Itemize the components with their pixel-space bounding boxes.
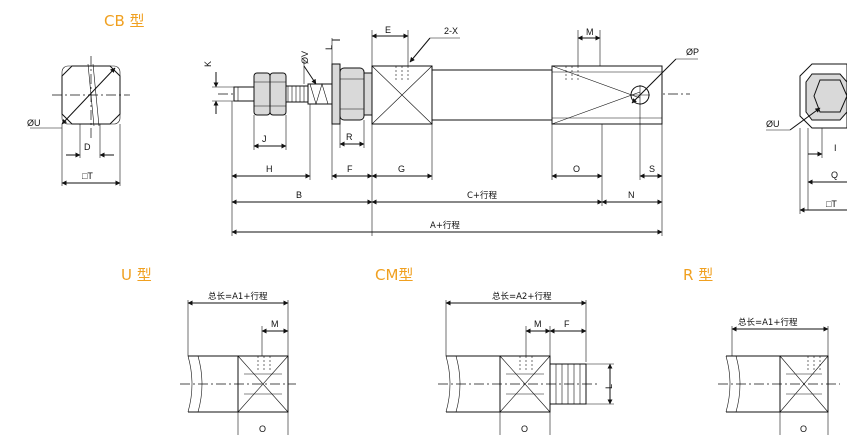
u-type-view [180, 300, 296, 435]
label-phi-u-right: ØU [766, 119, 780, 129]
label-g: G [398, 164, 405, 174]
cm-total-label: 总长=A2+行程 [492, 291, 552, 302]
label-o: O [573, 164, 580, 174]
r-type-view [718, 326, 840, 435]
r-label-o: O [800, 424, 807, 434]
label-c-stroke: C+行程 [467, 190, 498, 201]
title-cb-type: CB 型 [104, 12, 145, 30]
label-j: J [262, 134, 267, 144]
label-sq-t-right: □T [826, 199, 837, 209]
right-end-view [766, 63, 847, 214]
label-l-top: L [324, 45, 334, 50]
label-k: K [203, 61, 213, 67]
title-cm-type: CM型 [375, 266, 414, 284]
cm-label-l: L [604, 384, 614, 389]
label-e: E [385, 25, 391, 35]
u-total-label: 总长=A1+行程 [208, 291, 268, 302]
label-phi-u-left: ØU [27, 118, 41, 128]
label-h: H [266, 164, 273, 174]
u-label-o: O [259, 424, 266, 434]
title-u-type: U 型 [121, 266, 152, 284]
label-r: R [346, 132, 353, 142]
label-m-top: M [586, 27, 594, 37]
label-q-right: Q [831, 170, 838, 180]
label-n: N [628, 190, 635, 200]
title-r-type: R 型 [683, 266, 714, 284]
cb-main-assembly [212, 30, 698, 236]
label-s: S [649, 164, 655, 174]
label-2-x: 2-X [444, 26, 458, 36]
label-b: B [296, 190, 302, 200]
label-d: D [84, 142, 91, 152]
label-a-stroke: A+行程 [430, 220, 460, 231]
cm-label-o: O [521, 424, 528, 434]
u-label-m: M [271, 319, 279, 329]
label-phi-v: ØV [300, 51, 310, 64]
label-sq-t-left: □T [82, 171, 93, 181]
label-phi-p: ØP [686, 47, 699, 57]
label-i-right: I [834, 143, 837, 153]
cb-end-view [30, 56, 130, 186]
r-total-label: 总长=A1+行程 [738, 317, 798, 328]
cm-type-view [438, 300, 614, 435]
cm-label-m: M [534, 319, 542, 329]
label-f: F [347, 164, 353, 174]
cm-label-f: F [564, 319, 570, 329]
